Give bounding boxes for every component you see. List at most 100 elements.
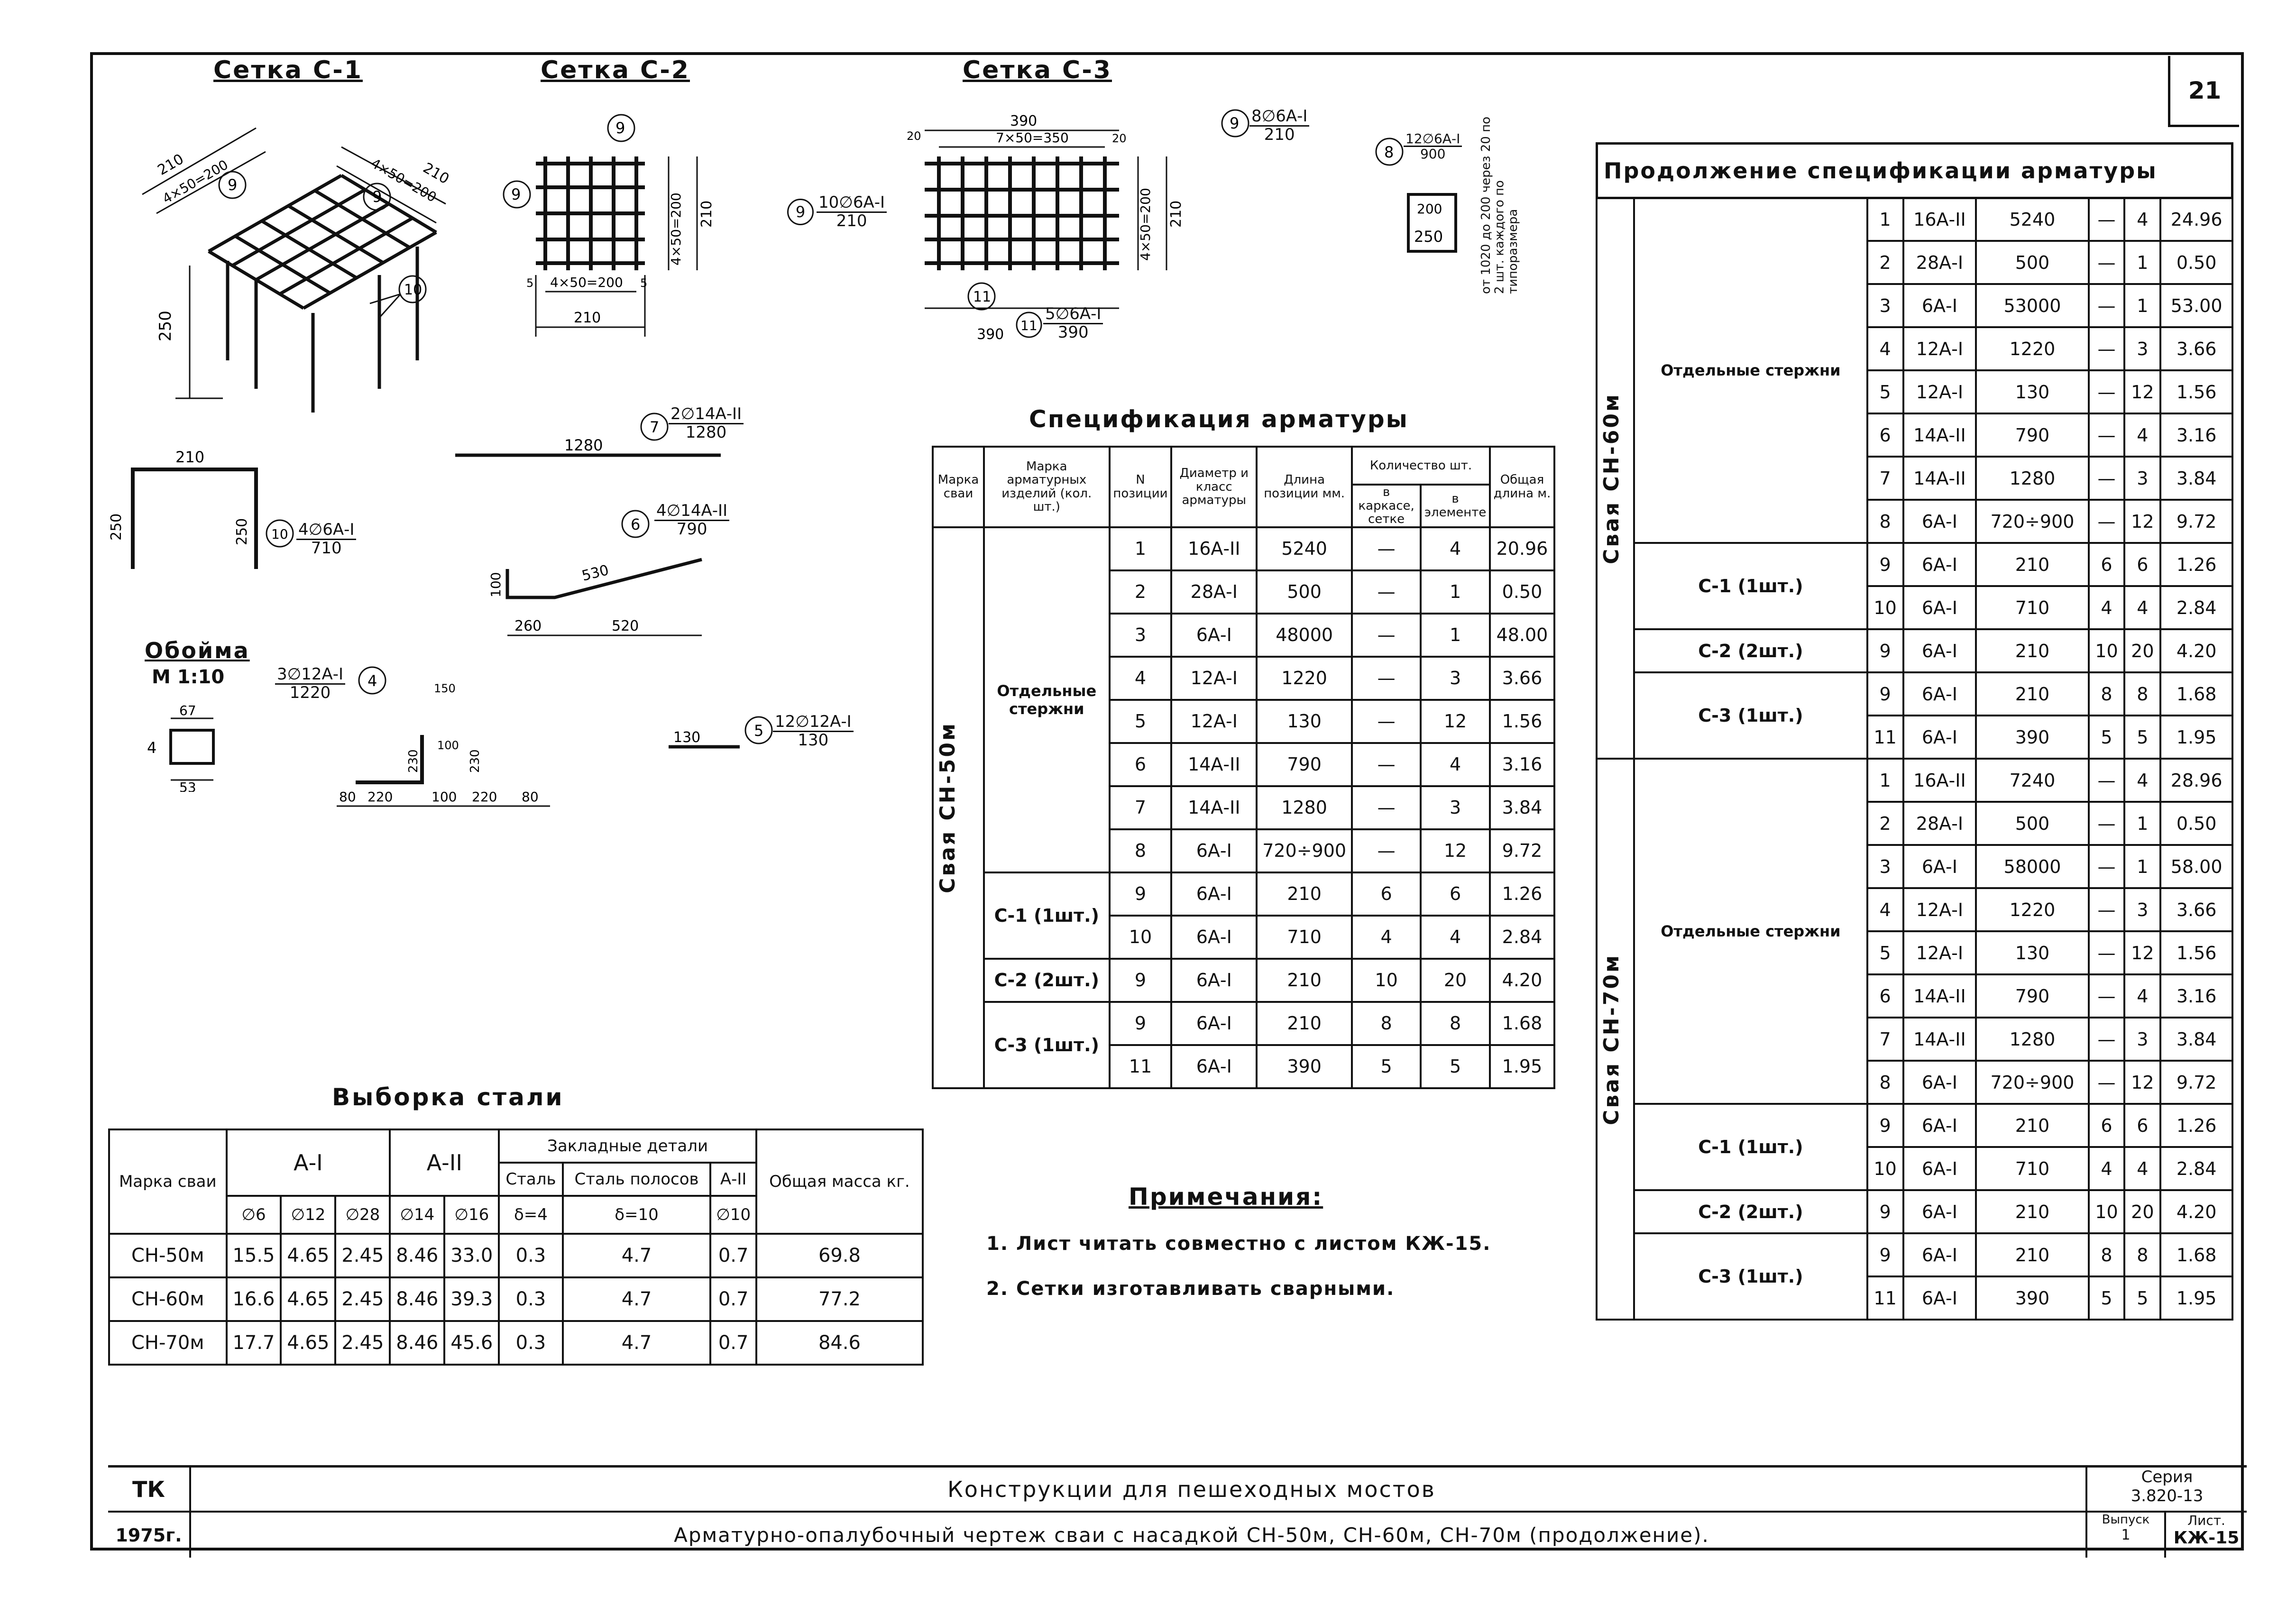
spec-cell-4: 4 [2123, 197, 2162, 242]
bar6-dim-d: 520 [612, 618, 639, 634]
spec-cell-1: 12А-I [1170, 698, 1258, 744]
spec-cell-1: 6А-I [1170, 871, 1258, 917]
spec-cell-0: 6 [1866, 973, 1904, 1018]
spec-cell-5: 3.66 [1488, 655, 1556, 701]
spec-cell-4: 20 [2123, 1189, 2162, 1234]
spec-cell-1: 14А-II [1902, 1017, 1977, 1062]
spec-cell-4: 4 [2123, 1146, 2162, 1191]
c1-drawing: 210 4×50=200 210 4×50=200 9 9 10 250 [142, 127, 452, 413]
spec-cell-5: 1.26 [2159, 542, 2233, 587]
steel-cell-6: 0.3 [498, 1276, 564, 1322]
spec-cell-2: 210 [1256, 1000, 1353, 1046]
steel-cell-6: 0.3 [498, 1320, 564, 1366]
group-name: С-1 (1шт.) [1633, 1103, 1868, 1191]
steel-cell-8: 0.7 [709, 1233, 757, 1278]
spec-cell-3: 8 [2087, 1232, 2126, 1277]
spec-cell-2: 210 [1975, 628, 2090, 673]
stamp-issue: 1 [2121, 1527, 2131, 1543]
bar5-num: 12∅12А-I [773, 713, 854, 732]
c2-title: Сетка С-2 [541, 56, 690, 84]
spec-cell-0: 2 [1866, 801, 1904, 846]
spec-cell-0: 5 [1108, 698, 1173, 744]
notes-item-2: 2. Сетки изготавливать сварными. [986, 1278, 1395, 1300]
group-name: Отдельные стержни [1633, 197, 1868, 544]
stamp-series-label: Серия [2141, 1468, 2193, 1486]
bar10-pos: 10 [271, 526, 288, 542]
spec-cell-1: 6А-I [1170, 957, 1258, 1003]
steel-cell-8: 0.7 [709, 1276, 757, 1322]
title-block: ТК 1975г. Конструкции для пешеходных мос… [108, 1465, 2247, 1558]
bar5-len: 130 [673, 729, 700, 746]
spec-cell-5: 1.26 [2159, 1103, 2233, 1148]
spec-cell-0: 7 [1108, 785, 1173, 830]
stamp-sheet: КЖ-15 [2173, 1528, 2240, 1548]
spec-h-qty: Количество шт. [1351, 446, 1491, 486]
spec-cell-5: 1.56 [2159, 369, 2233, 414]
spec-cell-2: 1280 [1256, 785, 1353, 830]
spec-cell-2: 710 [1256, 914, 1353, 960]
steel-size-4: ∅16 [443, 1195, 500, 1235]
spec-cell-4: 12 [2123, 1060, 2162, 1105]
bar7-drawing: 1280 7 [455, 413, 721, 457]
spec-cell-1: 28А-I [1902, 801, 1977, 846]
steel-cell-2: 4.65 [280, 1233, 337, 1278]
spec-cell-2: 53000 [1975, 283, 2090, 328]
spec-cell-0: 10 [1108, 914, 1173, 960]
group-name: С-3 (1шт.) [983, 1000, 1111, 1089]
spec-cell-4: 12 [2123, 930, 2162, 975]
bar8-num: 12∅6А-I [1404, 132, 1462, 147]
spec-cell-2: 390 [1975, 1275, 2090, 1321]
stamp-line2-cell: Арматурно-опалубочный чертеж сваи с наса… [191, 1513, 2192, 1558]
c2-dim-d: 210 [574, 310, 601, 326]
spec-cell-2: 130 [1256, 698, 1353, 744]
spec-cell-3: 8 [1351, 1000, 1422, 1046]
spec-cell-2: 210 [1975, 671, 2090, 716]
spec-cell-4: 8 [2123, 1232, 2162, 1277]
oboima-dim-c: 4 [147, 739, 156, 757]
pile-name: Свая СН-50м [931, 526, 985, 1089]
spec-cell-3: — [2087, 973, 2126, 1018]
bar8-pos: 8 [1384, 143, 1394, 161]
spec-cell-4: 6 [2123, 1103, 2162, 1148]
spec-cell-4: 1 [2123, 283, 2162, 328]
spec-cont-title-box: Продолжение спецификации арматуры [1596, 142, 2233, 199]
c2-callout-den: 210 [836, 211, 867, 230]
steel-cell-9: 69.8 [755, 1233, 924, 1278]
bar6-dim-a: 100 [488, 572, 504, 597]
spec-cell-5: 3.84 [2159, 456, 2233, 501]
spec-cell-5: 2.84 [1488, 914, 1556, 960]
c1-dim-h: 250 [156, 311, 175, 341]
steel-cell-8: 0.7 [709, 1320, 757, 1366]
bar5-pos: 5 [754, 722, 763, 740]
spec-cell-2: 210 [1256, 957, 1353, 1003]
steel-cell-4: 8.46 [389, 1233, 446, 1278]
spec-cell-2: 500 [1975, 801, 2090, 846]
spec-cell-0: 3 [1108, 612, 1173, 658]
spec-cell-1: 12А-I [1902, 326, 1977, 371]
c3-pos-a: 11 [973, 289, 991, 305]
c3-dim-a: 390 [1010, 113, 1037, 129]
spec-cell-0: 4 [1866, 887, 1904, 932]
spec-cell-3: — [1351, 785, 1422, 830]
c2-dim-c: 4×50=200 [550, 275, 623, 290]
bar10-dim-b: 250 [108, 514, 125, 541]
bar4-dim-100b: 100 [432, 789, 457, 805]
spec-cell-5: 4.20 [2159, 1189, 2233, 1234]
pile-name: Свая СН-60м [1595, 197, 1635, 760]
spec-cell-0: 9 [1108, 871, 1173, 917]
